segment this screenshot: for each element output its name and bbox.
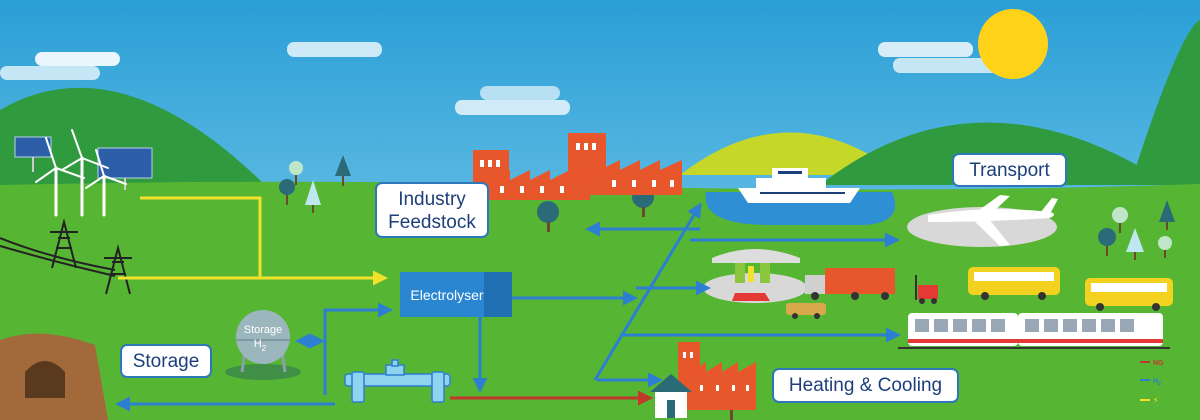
train-icon <box>898 313 1170 349</box>
storage-tank-icon <box>225 310 301 380</box>
wind-turbine-icon <box>35 129 127 217</box>
fuel-station-icon <box>712 249 800 301</box>
storage-tank-formula: H <box>254 338 262 350</box>
gas-pipeline-icon <box>344 359 451 403</box>
bus-icon <box>968 267 1173 311</box>
hill-left <box>0 87 270 190</box>
hill-far-right <box>1130 20 1200 185</box>
legend-label-ng: NG <box>1153 360 1164 367</box>
solar-panel-icon <box>14 136 153 190</box>
legend: NG H2 ⚡ <box>1140 360 1164 405</box>
hill-yellow <box>680 132 900 175</box>
storage-tank-subscript: 2 <box>262 344 267 353</box>
electrolyser-label: Electrolyser <box>410 287 483 303</box>
underground-cave-icon <box>0 333 108 420</box>
sun-icon <box>978 9 1048 79</box>
transport-label: Transport <box>952 153 1067 187</box>
legend-label-h2: H <box>1153 378 1158 385</box>
station-pad <box>703 273 807 303</box>
storage-tank-label: Storage <box>244 324 283 336</box>
ship-icon <box>738 168 860 203</box>
svg-text:H2: H2 <box>254 338 267 353</box>
legend-label-power: ⚡ <box>1153 396 1159 405</box>
hydrogen-flows <box>115 202 901 412</box>
legend-label-h2-sub: 2 <box>1158 381 1161 387</box>
forklift-icon <box>915 275 938 304</box>
house-icon <box>650 374 692 418</box>
truck-icon <box>805 268 895 300</box>
car-icon <box>786 303 826 319</box>
airplane-icon <box>928 195 1058 246</box>
grass <box>0 181 1200 420</box>
power-lines <box>118 196 388 286</box>
industry-feedstock-label: Industry Feedstock <box>375 182 489 238</box>
heating-cooling-label: Heating & Cooling <box>772 368 959 403</box>
electrolyser-unit: Electrolyser <box>400 272 512 317</box>
svg-text:H2: H2 <box>1153 378 1161 387</box>
power-pylon-icon <box>0 218 132 295</box>
storage-label: Storage <box>120 344 212 378</box>
